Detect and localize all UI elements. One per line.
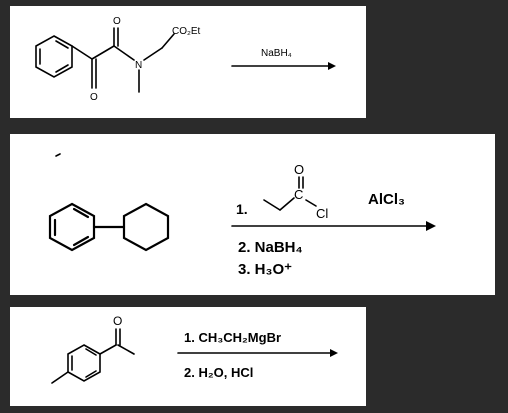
atom-oxygen: O: [113, 314, 122, 328]
atom-nitrogen: N: [135, 60, 142, 71]
acetyl-group: [99, 328, 135, 355]
reaction-3-structure: O 1. CH₃CH₂MgBr 2. H₂O, HCl: [51, 314, 338, 384]
atom-oxygen-top: O: [113, 16, 121, 27]
reaction-panel-3: O 1. CH₃CH₂MgBr 2. H₂O, HCl: [10, 307, 366, 406]
atom-chlorine: Cl: [316, 206, 328, 221]
stray-mark: [55, 153, 61, 157]
reagent-nabh4: NaBH₄: [261, 48, 292, 59]
step-1-grignard: 1. CH₃CH₂MgBr: [184, 330, 281, 345]
propanoyl-chloride: [263, 176, 317, 211]
arrowhead-1: [328, 62, 336, 70]
catalyst-alcl3: AlCl₃: [368, 191, 405, 208]
reaction-2-structure: O C Cl 1. AlCl₃ 2. NaBH₄ 3. H₃O⁺: [48, 153, 436, 278]
arrowhead-2: [426, 221, 436, 231]
arrowhead-3: [330, 349, 338, 357]
reaction-panel-1: O O N CO₂Et NaBH₄: [10, 6, 366, 118]
reaction-1-structure: O O N CO₂Et NaBH₄: [35, 16, 336, 103]
atom-oxygen-bottom: O: [90, 92, 98, 103]
ester-group-label: CO₂Et: [172, 26, 201, 37]
step-1-number: 1.: [236, 201, 248, 217]
phenyl-ring: [48, 202, 96, 252]
step-3-reagent: 3. H₃O⁺: [238, 261, 292, 278]
atom-oxygen: O: [294, 162, 304, 177]
reaction-panel-2: O C Cl 1. AlCl₃ 2. NaBH₄ 3. H₃O⁺: [10, 134, 495, 295]
toluene-ring: [67, 344, 101, 382]
keto-amide-chain: [71, 27, 175, 93]
benzene-ring-1: [35, 35, 73, 78]
step-2-workup: 2. H₂O, HCl: [184, 365, 253, 380]
atom-carbon: C: [294, 187, 303, 202]
step-2-reagent: 2. NaBH₄: [238, 239, 303, 256]
cyclohexane-ring: [122, 202, 170, 252]
methyl-bond: [51, 371, 69, 384]
